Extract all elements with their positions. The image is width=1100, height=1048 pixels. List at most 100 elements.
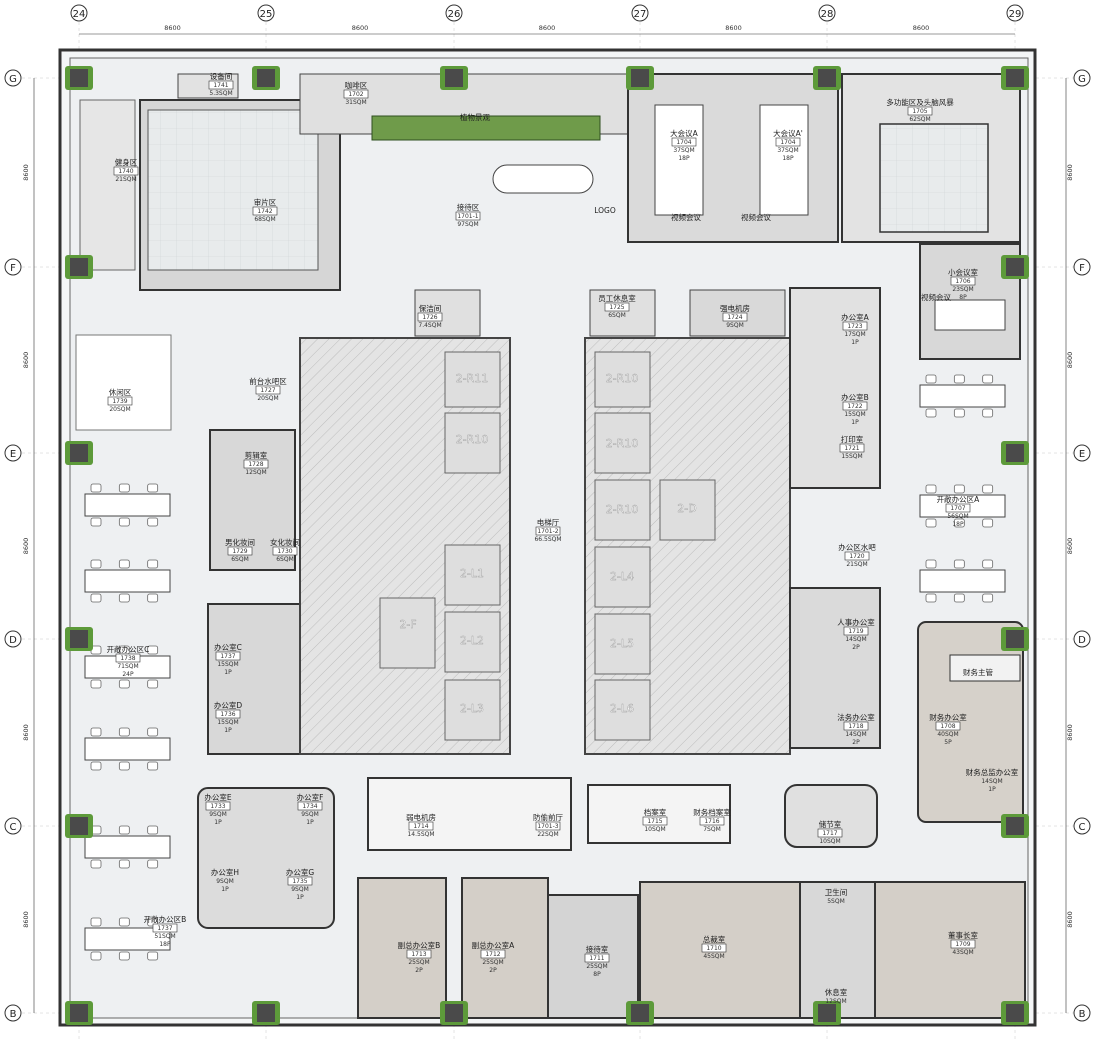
- room-number-box: [671, 137, 697, 147]
- room-name: 办公室E: [204, 792, 231, 802]
- room-number: 1727: [260, 387, 275, 394]
- chair: [982, 559, 994, 569]
- grid-bubble: [4, 630, 22, 648]
- grid-bubble: [4, 817, 22, 835]
- room-number-box: [287, 876, 313, 886]
- lift-label: 2-L6: [610, 702, 634, 715]
- offices-a-b: [789, 287, 881, 489]
- room-number: 1735: [292, 878, 307, 885]
- dimension-label-row-left: 8600: [22, 724, 30, 741]
- room-capacity: 18P: [678, 155, 690, 162]
- room-capacity: 24P: [122, 671, 134, 678]
- room-name: 办公室F: [297, 792, 324, 802]
- room-number-box: [535, 526, 561, 536]
- dimension-label-col: 8600: [352, 24, 369, 32]
- room-name: 办公室H: [211, 867, 239, 877]
- room-name: 女化妆间: [270, 537, 300, 547]
- room-number-box: [775, 137, 801, 147]
- lift-cells: [379, 351, 716, 741]
- room-labels: 设备间17415.3SQM咖啡区170231SQM健身区174021SQM审片区…: [107, 71, 1019, 1005]
- chair: [982, 408, 994, 418]
- brainstorm-grid: [879, 123, 989, 233]
- room-number-box: [417, 312, 443, 322]
- room-area: 25SQM: [586, 963, 607, 970]
- room-area: 15SQM: [841, 453, 862, 460]
- room-name: 开敞办公区A: [937, 494, 980, 504]
- dimension-label-row-right: 8600: [1066, 724, 1074, 741]
- room-name: 设备间: [210, 71, 233, 81]
- room-name: 多功能区及头脑风暴: [886, 97, 954, 107]
- chair: [118, 917, 130, 927]
- room-area: 43SQM: [952, 949, 973, 956]
- room-name: 弱电机房: [406, 812, 436, 822]
- room-number-box: [945, 503, 971, 513]
- grid-row-label: C: [10, 822, 17, 833]
- dimension-label-row-left: 8600: [22, 164, 30, 181]
- grid-bubble: [818, 4, 836, 22]
- room-number-box: [408, 821, 434, 831]
- room-number: 1709: [955, 941, 970, 948]
- room-number-box: [208, 80, 234, 90]
- room-name: LOGO: [594, 206, 616, 215]
- lift-label: 2-R10: [606, 372, 639, 385]
- chair: [90, 761, 102, 771]
- room-name: 开敞办公区B: [144, 914, 187, 924]
- room-number: 1719: [848, 628, 863, 635]
- structural-column: [1006, 1004, 1024, 1022]
- grid-row-label: F: [10, 263, 16, 274]
- room-area: 17SQM: [844, 331, 865, 338]
- room-label-group: LOGO: [594, 206, 616, 215]
- structural-column: [445, 1004, 463, 1022]
- room-area: 9SQM: [209, 811, 227, 818]
- structural-column: [631, 1004, 649, 1022]
- room-label-group: 视频会议: [741, 212, 771, 222]
- desk: [84, 737, 171, 761]
- room-capacity: 1P: [306, 819, 314, 826]
- room-area: 31SQM: [345, 99, 366, 106]
- room-name: 前台水吧区: [249, 376, 287, 386]
- chair: [925, 484, 937, 494]
- dimension-label-row-left: 8600: [22, 911, 30, 928]
- grid-bubble: [1073, 630, 1091, 648]
- grid-bubble: [1073, 1004, 1091, 1022]
- chair: [953, 408, 965, 418]
- dimension-label-row-left: 8600: [22, 352, 30, 369]
- desk: [84, 493, 171, 517]
- room-number-box: [839, 443, 865, 453]
- lift-shaft: [594, 412, 651, 474]
- room-capacity: 1P: [988, 786, 996, 793]
- room-number: 1706: [955, 278, 970, 285]
- room-number-box: [115, 653, 141, 663]
- room-capacity: 5P: [944, 739, 952, 746]
- structural-column: [1006, 630, 1024, 648]
- room-capacity: 2P: [852, 644, 860, 651]
- room-name: 财务办公室: [929, 712, 967, 722]
- lift-label: 2-L2: [460, 634, 484, 647]
- chair: [147, 825, 159, 835]
- lift-label: 2-L1: [460, 567, 484, 580]
- room-name: 健身区: [115, 157, 138, 167]
- room-name: 办公室C: [214, 642, 242, 652]
- room-number-box: [584, 953, 610, 963]
- grid-bubble: [70, 4, 88, 22]
- room-name: 植物景观: [460, 112, 490, 122]
- room-area: 7SQM: [703, 826, 721, 833]
- finance-suite: [917, 621, 1024, 823]
- room-area: 66.5SQM: [534, 536, 561, 543]
- room-number-box: [297, 801, 323, 811]
- grid-col-label: 25: [260, 9, 273, 20]
